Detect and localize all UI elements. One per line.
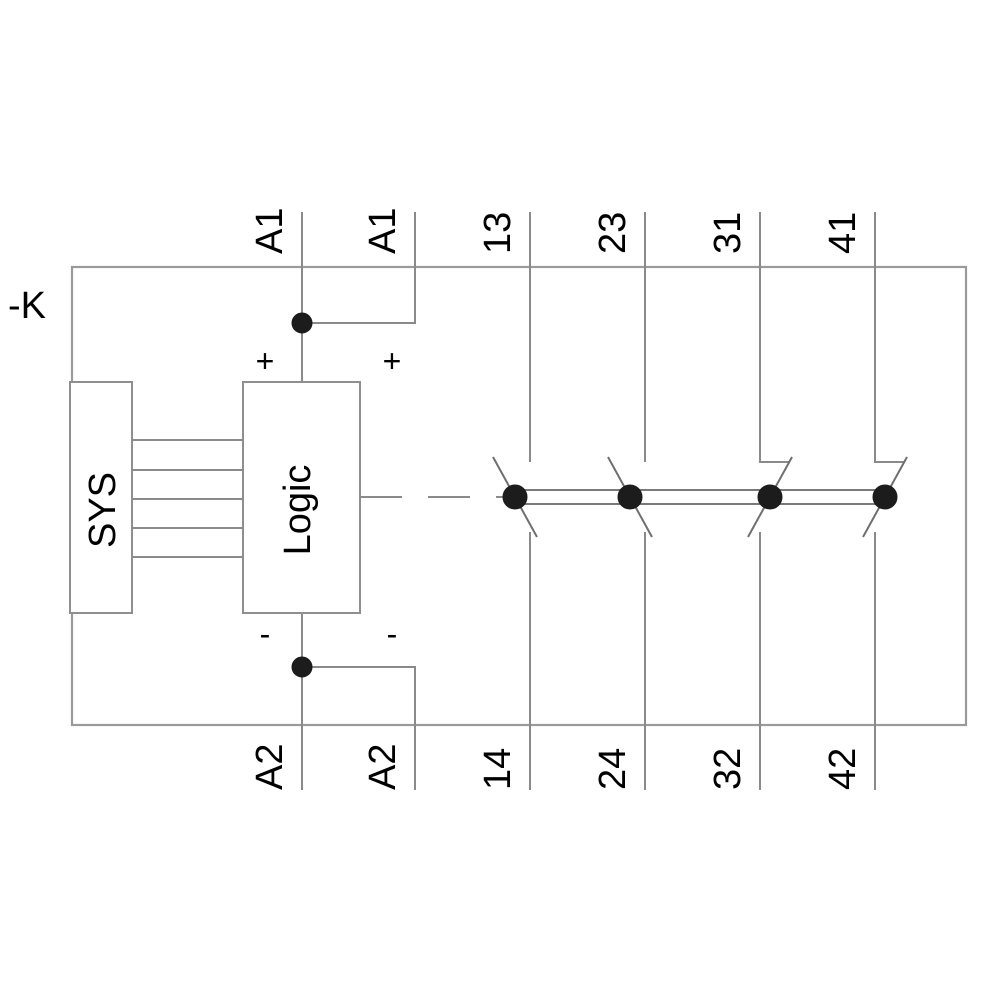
contact-node-41-42 <box>872 484 898 510</box>
logic-block <box>242 381 361 614</box>
wire-a2-secondary-bottom <box>302 666 416 790</box>
sys-block <box>69 381 133 614</box>
terminal-label-a1-left: A1 <box>249 208 291 254</box>
terminal-label-31: 31 <box>707 212 749 254</box>
terminal-label-42: 42 <box>822 748 864 790</box>
contact-nc-41-42 <box>862 212 908 790</box>
terminal-label-a1-right: A1 <box>362 208 404 254</box>
terminal-label-32: 32 <box>707 748 749 790</box>
polarity-plus-left: + <box>256 343 275 379</box>
junction-node-a2 <box>291 656 313 678</box>
terminal-label-13: 13 <box>477 212 519 254</box>
terminal-label-a2-left: A2 <box>249 744 291 790</box>
terminal-label-24: 24 <box>592 748 634 790</box>
polarity-minus-left: - <box>260 616 271 652</box>
contact-31-upper-lead <box>759 212 790 463</box>
terminal-label-23: 23 <box>592 212 634 254</box>
contact-41-upper-lead <box>874 212 905 463</box>
device-designation-label: -K <box>8 285 46 327</box>
wire-a1-secondary-top <box>302 212 416 324</box>
polarity-minus-right: - <box>387 616 398 652</box>
contact-nc-31-32 <box>747 212 793 790</box>
junction-node-a1 <box>291 312 313 334</box>
terminal-label-14: 14 <box>477 748 519 790</box>
contact-node-13-14 <box>502 484 528 510</box>
terminal-label-41: 41 <box>822 212 864 254</box>
contact-no-13-14 <box>492 212 538 790</box>
logic-block-label: Logic <box>277 465 319 556</box>
contact-no-23-24 <box>607 212 653 790</box>
contact-node-31-32 <box>757 484 783 510</box>
terminal-label-a2-right: A2 <box>362 744 404 790</box>
sys-block-label: SYS <box>82 472 124 548</box>
polarity-plus-right: + <box>383 343 402 379</box>
contact-node-23-24 <box>617 484 643 510</box>
